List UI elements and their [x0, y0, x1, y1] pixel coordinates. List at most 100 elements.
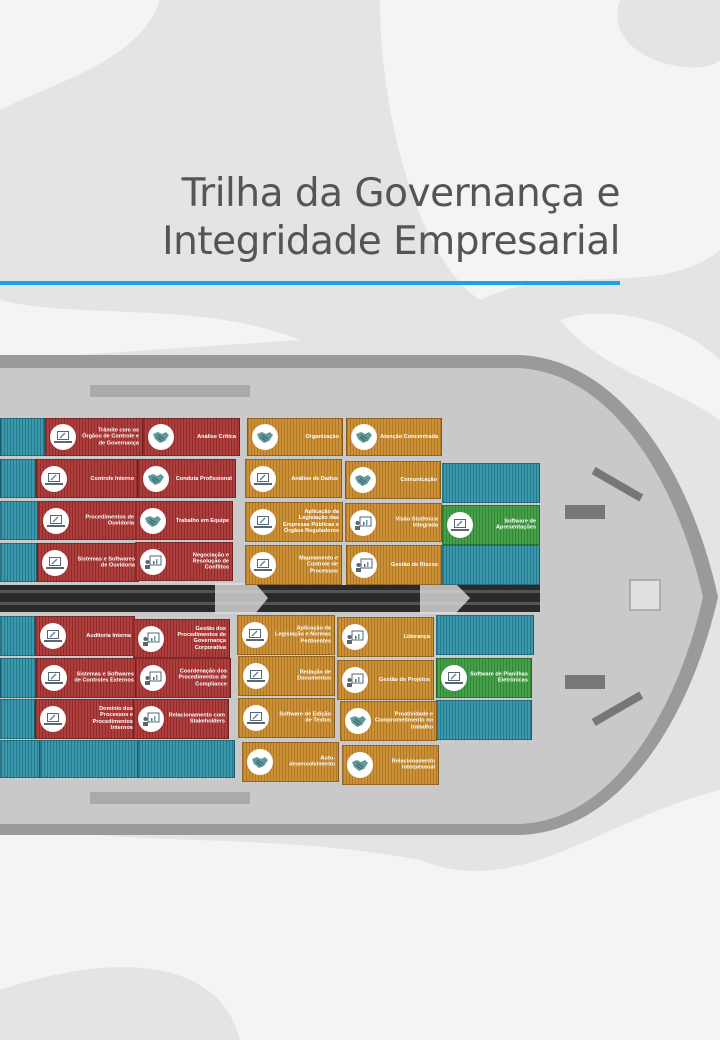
- presentation-icon: [351, 552, 377, 578]
- container-label: Software de Planilhas Eletrônicas: [470, 671, 528, 684]
- container-orange: Liderança: [337, 617, 434, 657]
- container-label: Gestão dos Procedimentos de Governança C…: [177, 625, 227, 651]
- empty-container: [442, 545, 540, 585]
- container-red: Análise Crítica: [143, 418, 240, 456]
- container-orange: Mapeamento e Controle de Processos: [245, 545, 342, 585]
- container-label: Trâmite com os Órgãos de Controle e de G…: [82, 427, 139, 447]
- container-label: Trabalho em Equipe: [175, 517, 229, 524]
- laptop-tool-icon: [447, 512, 473, 538]
- container-label: Relacionamento Interpessoal: [391, 758, 435, 771]
- container-orange: Gestão de Riscos: [346, 545, 442, 585]
- container-label: Liderança: [403, 633, 430, 640]
- empty-container: [138, 740, 235, 778]
- presentation-icon: [140, 665, 166, 691]
- empty-container: [442, 463, 540, 503]
- container-orange: Redação de Documentos: [238, 656, 335, 696]
- container-label: Negociação e Resolução de Conflitos: [192, 551, 229, 571]
- container-label: Comunicação: [400, 476, 437, 483]
- container-label: Auditoria Interna: [86, 632, 131, 639]
- handshake-icon: [350, 467, 376, 493]
- page-title: Trilha da Governança e Integridade Empre…: [162, 170, 620, 266]
- presentation-icon: [350, 509, 376, 536]
- container-label: Mapeamento e Controle de Processos: [299, 555, 338, 575]
- title-underline: [0, 281, 620, 285]
- empty-container: [0, 658, 36, 698]
- laptop-tool-icon: [42, 549, 68, 576]
- container-green: Software de Apresentações: [442, 505, 540, 545]
- laptop-tool-icon: [40, 706, 66, 732]
- laptop-tool-icon: [41, 665, 67, 691]
- laptop-tool-icon: [242, 622, 268, 648]
- container-red: Domínio dos Processos e Procedimentos In…: [35, 699, 137, 739]
- container-label: Gestão de Projetos: [379, 676, 430, 683]
- handshake-icon: [140, 507, 166, 534]
- title-line-1: Trilha da Governança e: [181, 171, 621, 216]
- laptop-tool-icon: [243, 663, 269, 689]
- container-red: Gestão dos Procedimentos de Governança C…: [133, 619, 230, 658]
- handshake-icon: [345, 708, 371, 734]
- presentation-icon: [342, 624, 368, 650]
- container-orange: Relacionamento Interpessoal: [342, 745, 439, 785]
- empty-container: [436, 615, 534, 655]
- container-orange: Proatividade e Comprometimento no trabal…: [340, 701, 437, 741]
- container-orange: Aplicação da Legislação e Normas Pertine…: [237, 615, 335, 655]
- laptop-tool-icon: [250, 552, 276, 578]
- container-orange: Auto-desenvolvimento: [242, 742, 339, 782]
- empty-container: [0, 543, 37, 582]
- container-red: Procedimentos de Ouvidoria: [38, 501, 138, 540]
- container-orange: Organização: [247, 418, 343, 456]
- container-orange: Visão Sistêmica Integrada: [345, 503, 442, 542]
- empty-container: [0, 740, 40, 778]
- container-orange: Análise de Dados: [245, 459, 342, 498]
- container-red: Sistemas e Softwares de Controles Extern…: [36, 658, 138, 698]
- laptop-tool-icon: [40, 623, 66, 649]
- empty-container: [0, 418, 45, 456]
- container-green: Software de Planilhas Eletrônicas: [436, 658, 532, 698]
- title-line-2: Integridade Empresarial: [162, 219, 620, 264]
- container-red: Controle Interno: [36, 459, 138, 498]
- container-label: Visão Sistêmica Integrada: [395, 516, 439, 529]
- container-red: Trâmite com os Órgãos de Controle e de G…: [45, 418, 143, 456]
- container-label: Aplicação da Legislação das Empresas Púb…: [283, 509, 339, 535]
- presentation-icon: [342, 667, 368, 693]
- container-orange: Gestão de Projetos: [337, 660, 434, 700]
- container-label: Software de Edição de Textos: [279, 711, 331, 724]
- container-label: Controle Interno: [90, 475, 134, 482]
- container-label: Auto-desenvolvimento: [289, 755, 335, 768]
- handshake-icon: [347, 752, 373, 778]
- handshake-icon: [247, 749, 273, 775]
- container-red: Negociação e Resolução de Conflitos: [135, 542, 233, 581]
- container-label: Análise Crítica: [197, 433, 236, 440]
- laptop-tool-icon: [250, 509, 276, 535]
- container-label: Sistemas e Softwares de Controles Extern…: [74, 671, 134, 684]
- laptop-tool-icon: [43, 507, 69, 534]
- container-orange: Atenção Concentrada: [346, 418, 442, 456]
- container-label: Análise de Dados: [291, 475, 338, 482]
- container-label: Relacionamento com Stakeholders: [168, 712, 225, 725]
- handshake-icon: [252, 424, 278, 450]
- container-red: Relacionamento com Stakeholders: [133, 699, 229, 739]
- container-label: Atenção Concentrada: [380, 433, 438, 440]
- container-label: Procedimentos de Ouvidoria: [85, 514, 135, 527]
- presentation-icon: [140, 548, 166, 575]
- container-red: Auditoria Interna: [35, 616, 135, 656]
- container-orange: Aplicação da Legislação das Empresas Púb…: [245, 502, 343, 542]
- empty-container: [40, 740, 138, 778]
- laptop-tool-icon: [41, 465, 67, 492]
- container-label: Redação de Documentos: [297, 669, 331, 682]
- container-orange: Software de Edição de Textos: [238, 698, 335, 738]
- container-label: Coordenação dos Procedimentos de Complia…: [178, 668, 228, 688]
- laptop-tool-icon: [50, 424, 76, 450]
- container-orange: Comunicação: [345, 461, 441, 499]
- presentation-icon: [138, 625, 164, 652]
- container-label: Sistemas e Softwares de Ouvidoria: [77, 556, 135, 569]
- container-label: Domínio dos Processos e Procedimentos In…: [92, 706, 133, 732]
- handshake-icon: [148, 424, 174, 450]
- empty-container: [0, 459, 36, 498]
- empty-container: [0, 501, 38, 540]
- container-label: Gestão de Riscos: [391, 561, 438, 568]
- container-label: Organização: [305, 433, 339, 440]
- container-label: Proatividade e Comprometimento no trabal…: [374, 711, 433, 731]
- laptop-tool-icon: [243, 705, 269, 731]
- container-red: Conduta Profissional: [138, 459, 236, 498]
